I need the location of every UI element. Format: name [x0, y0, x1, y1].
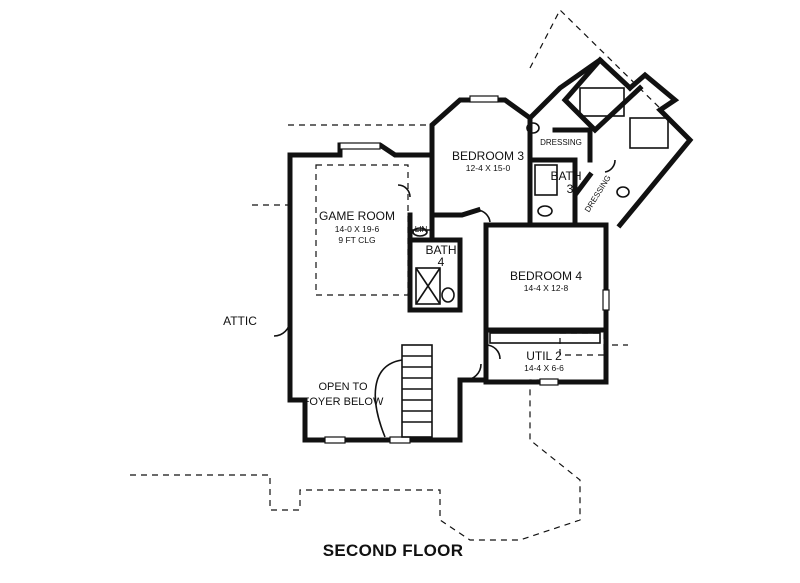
- game-room-label: GAME ROOM: [319, 209, 395, 223]
- game-room-ceiling-note: 9 FT CLG: [338, 235, 375, 245]
- game-room-size: 14-0 X 19-6: [335, 224, 380, 234]
- room-game-room: GAME ROOM 14-0 X 19-6 9 FT CLG: [319, 209, 395, 245]
- room-util-2: UTIL 2 14-4 X 6-6: [524, 349, 564, 373]
- bedroom3-size: 12-4 X 15-0: [466, 163, 511, 173]
- fixtures: [412, 87, 669, 356]
- game-room-ceiling-outline: [315, 164, 409, 296]
- bedroom3-label: BEDROOM 3: [452, 149, 524, 163]
- plan-title: SECOND FLOOR: [323, 541, 464, 560]
- interior-walls: [407, 127, 593, 313]
- util2-label: UTIL 2: [526, 349, 562, 363]
- linen-closet-label: LIN: [415, 225, 428, 234]
- windows: [324, 95, 610, 444]
- foyer-below-label: FOYER BELOW: [303, 396, 384, 408]
- room-bedroom-4: BEDROOM 4 14-4 X 12-8: [510, 269, 582, 293]
- bath4-label: BATH: [425, 243, 456, 257]
- open-to-foyer: OPEN TO FOYER BELOW: [303, 381, 384, 408]
- room-bath-3: BATH 3: [550, 169, 581, 196]
- util2-size: 14-4 X 6-6: [524, 363, 564, 373]
- stairs: [374, 344, 433, 438]
- room-bath-4: BATH 4: [425, 243, 456, 269]
- bedroom4-label: BEDROOM 4: [510, 269, 582, 283]
- open-to-label: OPEN TO: [318, 381, 368, 393]
- lower-floor-outline: [130, 9, 671, 541]
- dressing-upper-label: DRESSING: [540, 138, 582, 147]
- bath4-number: 4: [438, 255, 445, 269]
- bath3-number: 3: [567, 182, 574, 196]
- attic-label: ATTIC: [223, 314, 257, 328]
- doors: [273, 159, 616, 381]
- bedroom4-size: 14-4 X 12-8: [524, 283, 569, 293]
- bath3-label: BATH: [550, 169, 581, 183]
- room-bedroom-3: BEDROOM 3 12-4 X 15-0: [452, 149, 524, 173]
